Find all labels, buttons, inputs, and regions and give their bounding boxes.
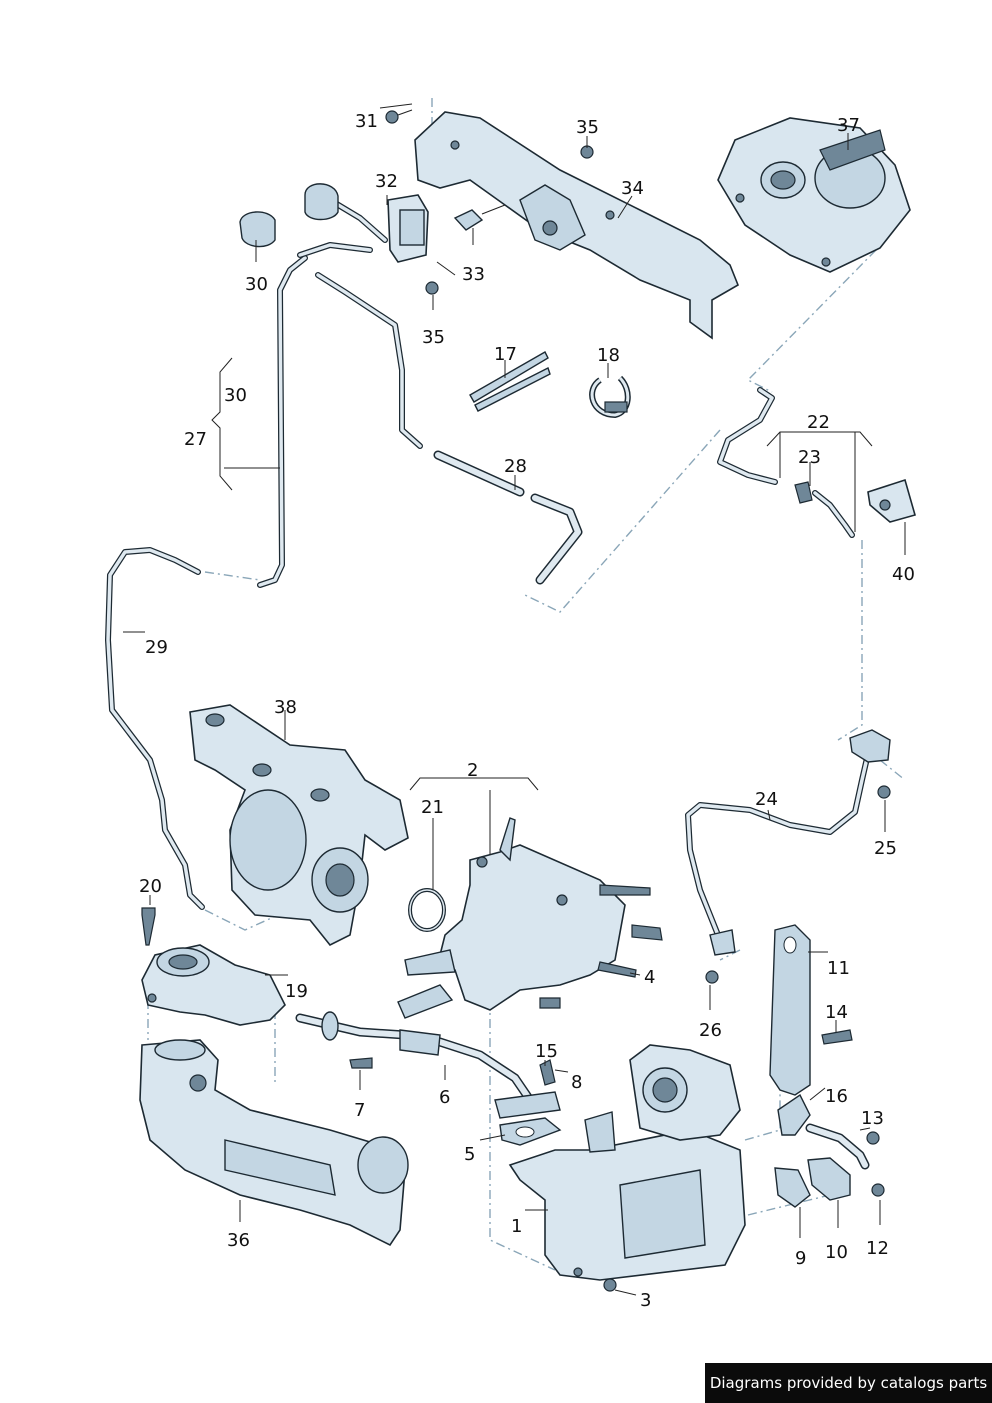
gasket-part-10 bbox=[807, 1157, 885, 1201]
label-14: 14 bbox=[825, 1002, 848, 1023]
label-4: 4 bbox=[644, 967, 655, 988]
label-30-top: 30 bbox=[245, 274, 268, 295]
leader-lines bbox=[123, 103, 906, 1296]
label-1: 1 bbox=[511, 1216, 522, 1237]
label-15: 15 bbox=[535, 1041, 558, 1062]
connector-part-23 bbox=[794, 481, 813, 504]
label-16: 16 bbox=[825, 1086, 848, 1107]
pipe-part-13 bbox=[805, 1123, 880, 1170]
label-23: 23 bbox=[798, 447, 821, 468]
label-20: 20 bbox=[139, 876, 162, 897]
label-37: 37 bbox=[837, 115, 860, 136]
label-17: 17 bbox=[494, 344, 517, 365]
gasket-part-16 bbox=[777, 1093, 811, 1136]
label-9: 9 bbox=[795, 1248, 806, 1269]
label-21: 21 bbox=[421, 797, 444, 818]
label-38: 38 bbox=[274, 697, 297, 718]
footer-credit: Diagrams provided by catalogs parts bbox=[705, 1363, 992, 1403]
gasket-part-11 bbox=[769, 924, 811, 1096]
label-35-top: 35 bbox=[576, 117, 599, 138]
label-32: 32 bbox=[375, 171, 398, 192]
egr-pipe-part-6 bbox=[295, 1011, 561, 1119]
label-13: 13 bbox=[861, 1108, 884, 1129]
label-25: 25 bbox=[874, 838, 897, 859]
label-22: 22 bbox=[807, 412, 830, 433]
label-11: 11 bbox=[827, 958, 850, 979]
vacuum-valve-part-32 bbox=[239, 183, 429, 263]
label-2: 2 bbox=[467, 760, 478, 781]
label-40: 40 bbox=[892, 564, 915, 585]
cable-ties-part-17 bbox=[469, 351, 551, 412]
label-36: 36 bbox=[227, 1230, 250, 1251]
label-26: 26 bbox=[699, 1020, 722, 1041]
label-19: 19 bbox=[285, 981, 308, 1002]
label-7: 7 bbox=[354, 1100, 365, 1121]
vacuum-hoses-27-29-30 bbox=[105, 242, 423, 910]
o-ring-part-21 bbox=[408, 888, 446, 932]
label-29: 29 bbox=[145, 637, 168, 658]
throttle-body-part-19 bbox=[141, 944, 286, 1026]
label-28: 28 bbox=[504, 456, 527, 477]
label-18: 18 bbox=[597, 345, 620, 366]
label-24: 24 bbox=[755, 789, 778, 810]
label-8: 8 bbox=[571, 1072, 582, 1093]
bolts-nuts bbox=[385, 109, 594, 295]
label-5: 5 bbox=[464, 1144, 475, 1165]
fasteners bbox=[141, 785, 891, 1086]
label-10: 10 bbox=[825, 1242, 848, 1263]
callout-labels: 31 35 37 32 34 33 30 35 17 18 30 22 27 2… bbox=[139, 111, 915, 1311]
gasket-part-5 bbox=[499, 1117, 562, 1146]
label-31: 31 bbox=[355, 111, 378, 132]
turbocharger-part-38 bbox=[189, 704, 409, 947]
label-3: 3 bbox=[640, 1290, 651, 1311]
hose-clamp-part-18 bbox=[589, 375, 631, 419]
label-6: 6 bbox=[439, 1087, 450, 1108]
sensor-part-33 bbox=[453, 204, 506, 231]
label-12: 12 bbox=[866, 1238, 889, 1259]
label-33: 33 bbox=[462, 264, 485, 285]
label-34: 34 bbox=[621, 178, 644, 199]
gasket-part-9 bbox=[774, 1167, 811, 1208]
egr-housing-part-2 bbox=[397, 817, 651, 1019]
label-30-bracket: 30 bbox=[224, 385, 247, 406]
engine-cover-part-37 bbox=[717, 117, 911, 273]
mount-part-40 bbox=[867, 478, 916, 523]
hose-part-24 bbox=[685, 729, 891, 956]
intake-manifold-part-36 bbox=[139, 1039, 409, 1247]
label-27: 27 bbox=[184, 429, 207, 450]
hose-part-22 bbox=[717, 387, 855, 538]
hose-part-28 bbox=[433, 450, 583, 585]
label-35-bottom: 35 bbox=[422, 327, 445, 348]
bracket-part-34 bbox=[414, 111, 740, 340]
egr-cooler-part-1 bbox=[508, 1044, 746, 1292]
